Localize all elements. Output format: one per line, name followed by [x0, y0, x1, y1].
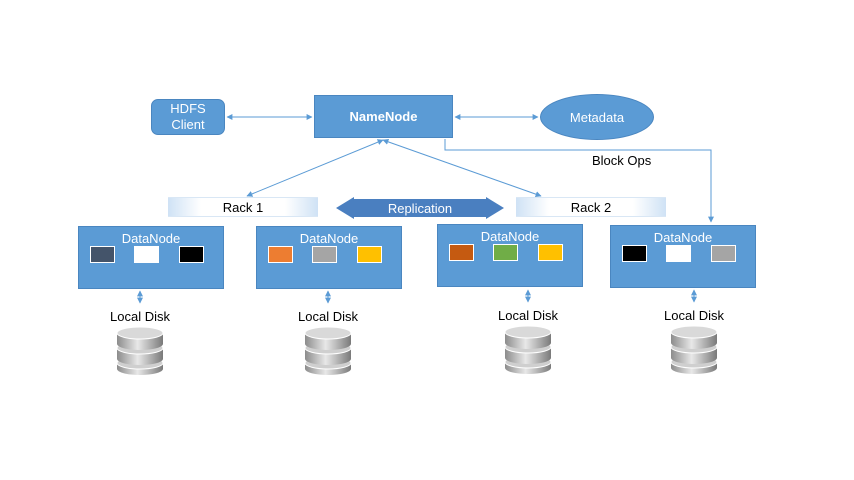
datanode-4-disk-label: Local Disk — [664, 308, 724, 323]
namenode-label: NameNode — [349, 109, 418, 124]
rack-2-label: Rack 2 — [570, 199, 612, 215]
hdfs-client-node: HDFS Client — [151, 99, 225, 135]
block-ops-connector — [444, 139, 714, 223]
replication-arrow-left-head — [336, 197, 354, 219]
datanode-2: DataNode — [256, 226, 402, 289]
datanode-2-block-2 — [312, 246, 337, 263]
datanode-1-disk-label: Local Disk — [110, 309, 170, 324]
namenode-rack1-connector — [246, 139, 384, 197]
disk-2-icon — [304, 326, 352, 375]
datanode-3-block-3 — [538, 244, 563, 261]
datanode-4-block-1 — [622, 245, 647, 262]
datanode-2-disk-label: Local Disk — [298, 309, 358, 324]
datanode-2-block-3 — [357, 246, 382, 263]
namenode-rack2-connector — [382, 138, 542, 198]
datanode-1: DataNode — [78, 226, 224, 289]
datanode-4-label: DataNode — [653, 230, 713, 245]
datanode-4: DataNode — [610, 225, 756, 288]
block-ops-label: Block Ops — [592, 153, 652, 168]
metadata-node: Metadata — [540, 94, 654, 140]
datanode-1-block-1 — [90, 246, 115, 263]
datanode-3: DataNode — [437, 224, 583, 287]
datanode-4-block-3 — [711, 245, 736, 262]
datanode-2-block-1 — [268, 246, 293, 263]
datanode-3-disk-label: Local Disk — [498, 308, 558, 323]
disk-1-icon — [116, 326, 164, 375]
datanode-3-block-1 — [449, 244, 474, 261]
datanode-3-label: DataNode — [480, 229, 540, 244]
hdfs-client-label-line2: Client — [171, 117, 205, 132]
disk-4-icon — [670, 325, 718, 374]
datanode-1-label: DataNode — [121, 231, 181, 246]
metadata-label: Metadata — [569, 109, 625, 125]
replication-label: Replication — [387, 200, 453, 216]
replication-arrow: Replication — [354, 199, 486, 217]
datanode-3-block-2 — [493, 244, 518, 261]
datanode-1-block-3 — [179, 246, 204, 263]
rack-1-band: Rack 1 — [168, 197, 318, 217]
replication-arrow-right-head — [486, 197, 504, 219]
datanode-1-block-2 — [134, 246, 159, 263]
hdfs-client-label-line1: HDFS — [170, 101, 206, 116]
namenode-node: NameNode — [314, 95, 453, 138]
datanode-4-block-2 — [666, 245, 691, 262]
rack-1-label: Rack 1 — [222, 199, 264, 215]
disk-3-icon — [504, 325, 552, 374]
datanode-2-label: DataNode — [299, 231, 359, 246]
rack-2-band: Rack 2 — [516, 197, 666, 217]
